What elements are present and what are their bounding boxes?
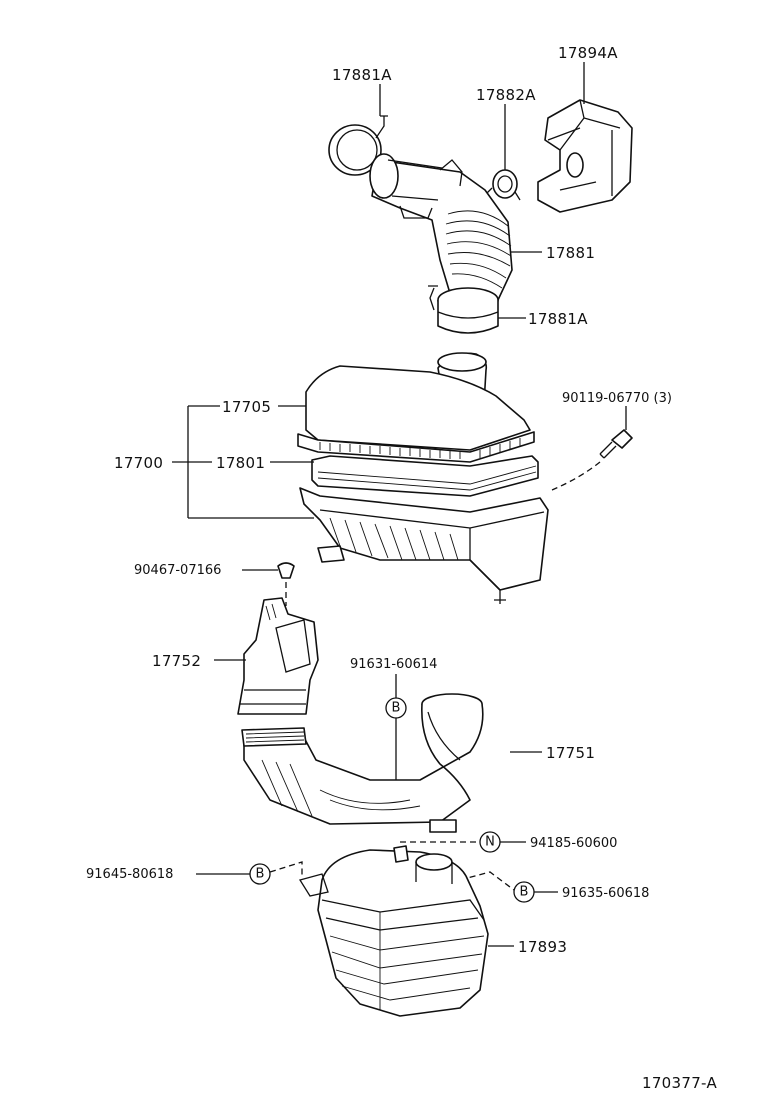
marker-n-94185-text: N bbox=[485, 835, 495, 850]
label-17752: 17752 bbox=[152, 652, 201, 670]
label-17801: 17801 bbox=[216, 454, 265, 472]
part-90467-drawing bbox=[277, 562, 295, 579]
part-17751-drawing bbox=[241, 693, 484, 833]
label-90467-07166: 90467-07166 bbox=[134, 563, 221, 578]
marker-b-91635-text: B bbox=[520, 885, 529, 900]
dash-90119 bbox=[551, 461, 601, 491]
label-17894A: 17894A bbox=[558, 44, 618, 62]
label-17700: 17700 bbox=[114, 454, 163, 472]
label-90119-06770: 90119-06770 (3) bbox=[562, 391, 672, 406]
label-17881A-bottom: 17881A bbox=[528, 310, 588, 328]
label-91645-80618: 91645-80618 bbox=[86, 867, 173, 882]
dash-91635 bbox=[459, 871, 515, 891]
part-17881A-bottom-drawing bbox=[428, 285, 499, 334]
marker-b-91645-text: B bbox=[256, 867, 265, 882]
part-90119-drawing bbox=[599, 429, 633, 459]
marker-b-91631-text: B bbox=[392, 701, 401, 716]
label-17881A-top: 17881A bbox=[332, 66, 392, 84]
part-17752-drawing bbox=[237, 597, 319, 715]
part-air-cleaner-drawing bbox=[297, 352, 549, 604]
label-94185-60600: 94185-60600 bbox=[530, 836, 617, 851]
label-17751: 17751 bbox=[546, 744, 595, 762]
label-17882A: 17882A bbox=[476, 86, 536, 104]
label-91631-60614: 91631-60614 bbox=[350, 657, 437, 672]
part-17893-drawing bbox=[298, 845, 489, 1017]
label-17893: 17893 bbox=[518, 938, 567, 956]
label-17881: 17881 bbox=[546, 244, 595, 262]
label-91635-60618: 91635-60618 bbox=[562, 886, 649, 901]
diagram-id: 170377-A bbox=[642, 1074, 717, 1092]
part-17894A-drawing bbox=[537, 99, 633, 213]
part-17881A-top-drawing bbox=[328, 115, 388, 176]
dash-91645 bbox=[269, 861, 303, 878]
part-17881-drawing bbox=[369, 153, 513, 301]
label-17705: 17705 bbox=[222, 398, 271, 416]
marker-b-91645 bbox=[249, 863, 271, 885]
